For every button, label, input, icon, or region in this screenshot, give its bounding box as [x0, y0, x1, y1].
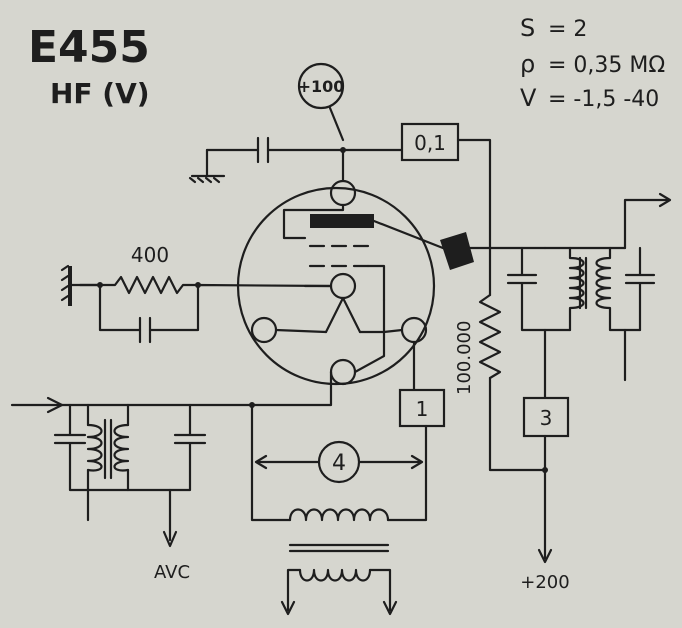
heater-core — [288, 543, 390, 553]
left-heater-wire — [250, 403, 292, 522]
spec-rho-value: = 0,35 MΩ — [548, 53, 665, 78]
bypass-cap-left-wire — [98, 283, 142, 332]
heater-secondary-leads — [286, 568, 392, 612]
input-tuning-capacitor-left — [53, 403, 90, 492]
spec-s-value: = 2 — [548, 17, 587, 42]
output-tuning-capacitor-left — [506, 246, 572, 332]
spec-s-label: S — [520, 14, 535, 42]
output-tuning-capacitor-right — [624, 246, 656, 332]
box-1 — [398, 388, 446, 428]
input-core — [103, 418, 113, 480]
plus100-lead-wire — [328, 106, 345, 142]
junction-dot — [542, 467, 548, 473]
bypass-capacitor — [138, 316, 152, 344]
tube-pin-bottom — [329, 358, 357, 386]
heater-output-arrows-icon — [280, 600, 398, 616]
ground-hatch-left — [60, 264, 70, 302]
resistor-400 — [70, 275, 200, 295]
input-arrow-icon — [46, 396, 64, 414]
box-0-1-label: 0,1 — [414, 131, 446, 155]
resistor-to-supply-wire — [488, 376, 547, 472]
box-3 — [522, 396, 570, 438]
tube-class-label: HF (V) — [50, 77, 150, 110]
output-secondary-coil — [595, 246, 642, 332]
ground-hatch-top — [188, 176, 221, 184]
output-core — [578, 256, 588, 310]
tube-pin-top — [329, 179, 357, 207]
junction-dot — [97, 282, 103, 288]
avc-arrow-icon — [162, 530, 178, 548]
filament-leads — [274, 298, 386, 334]
resistor-100000 — [478, 293, 502, 380]
filament-right-lead — [382, 328, 404, 334]
junction-dot — [249, 402, 255, 408]
spec-rho-label: ρ — [520, 50, 535, 78]
spec-v-value: = -1,5 -40 — [548, 87, 659, 112]
ground-plate-left — [68, 266, 72, 306]
supply-arrow-icon — [537, 548, 553, 564]
box-4-label: 4 — [332, 451, 346, 476]
plus100-supply-circle — [297, 62, 345, 110]
filament — [324, 296, 362, 334]
box-4-arrowheads — [254, 454, 424, 470]
anode-plate — [310, 214, 374, 228]
output-arrow-icon — [658, 192, 672, 208]
input-primary-coil — [86, 423, 103, 472]
anode-to-cap-wire — [372, 219, 450, 252]
anode-feed-wire — [456, 138, 492, 297]
box-1-label: 1 — [416, 397, 429, 421]
plate-internal-wire — [282, 203, 345, 240]
bottom-pin-lead — [353, 330, 386, 374]
input-secondary-coil — [113, 423, 130, 472]
box-0-1 — [400, 122, 460, 162]
junction-dot — [340, 147, 346, 153]
bypass-cap-right-wire — [148, 283, 333, 332]
resistor-400-label: 400 — [131, 243, 169, 267]
plus200-label: +200 — [520, 572, 569, 593]
right-heater-wire — [386, 424, 428, 522]
screen-decoupling-capacitor — [256, 136, 270, 164]
box-4-circle — [317, 440, 361, 484]
heater-primary-coil — [288, 508, 390, 522]
output-primary-coil — [568, 246, 585, 332]
avc-label: AVC — [154, 562, 190, 583]
tube-pin-left — [250, 316, 278, 344]
junction-dot — [195, 282, 201, 288]
tube-pin-center — [329, 272, 357, 300]
anode-top-cap — [440, 232, 474, 270]
input-tuning-capacitor-right — [126, 403, 207, 492]
resistor-100000-label: 100.000 — [454, 321, 475, 395]
grid-input-wire — [250, 370, 333, 407]
box-3-label: 3 — [540, 406, 553, 430]
spec-v-label: V — [520, 84, 537, 112]
output-lead — [623, 198, 670, 250]
plus100-label: +100 — [298, 77, 345, 96]
tube-type-title: E455 — [28, 22, 150, 73]
grid-internal-wire — [366, 264, 386, 302]
heater-secondary-coil — [298, 568, 372, 582]
input-avc-lead — [86, 488, 172, 542]
